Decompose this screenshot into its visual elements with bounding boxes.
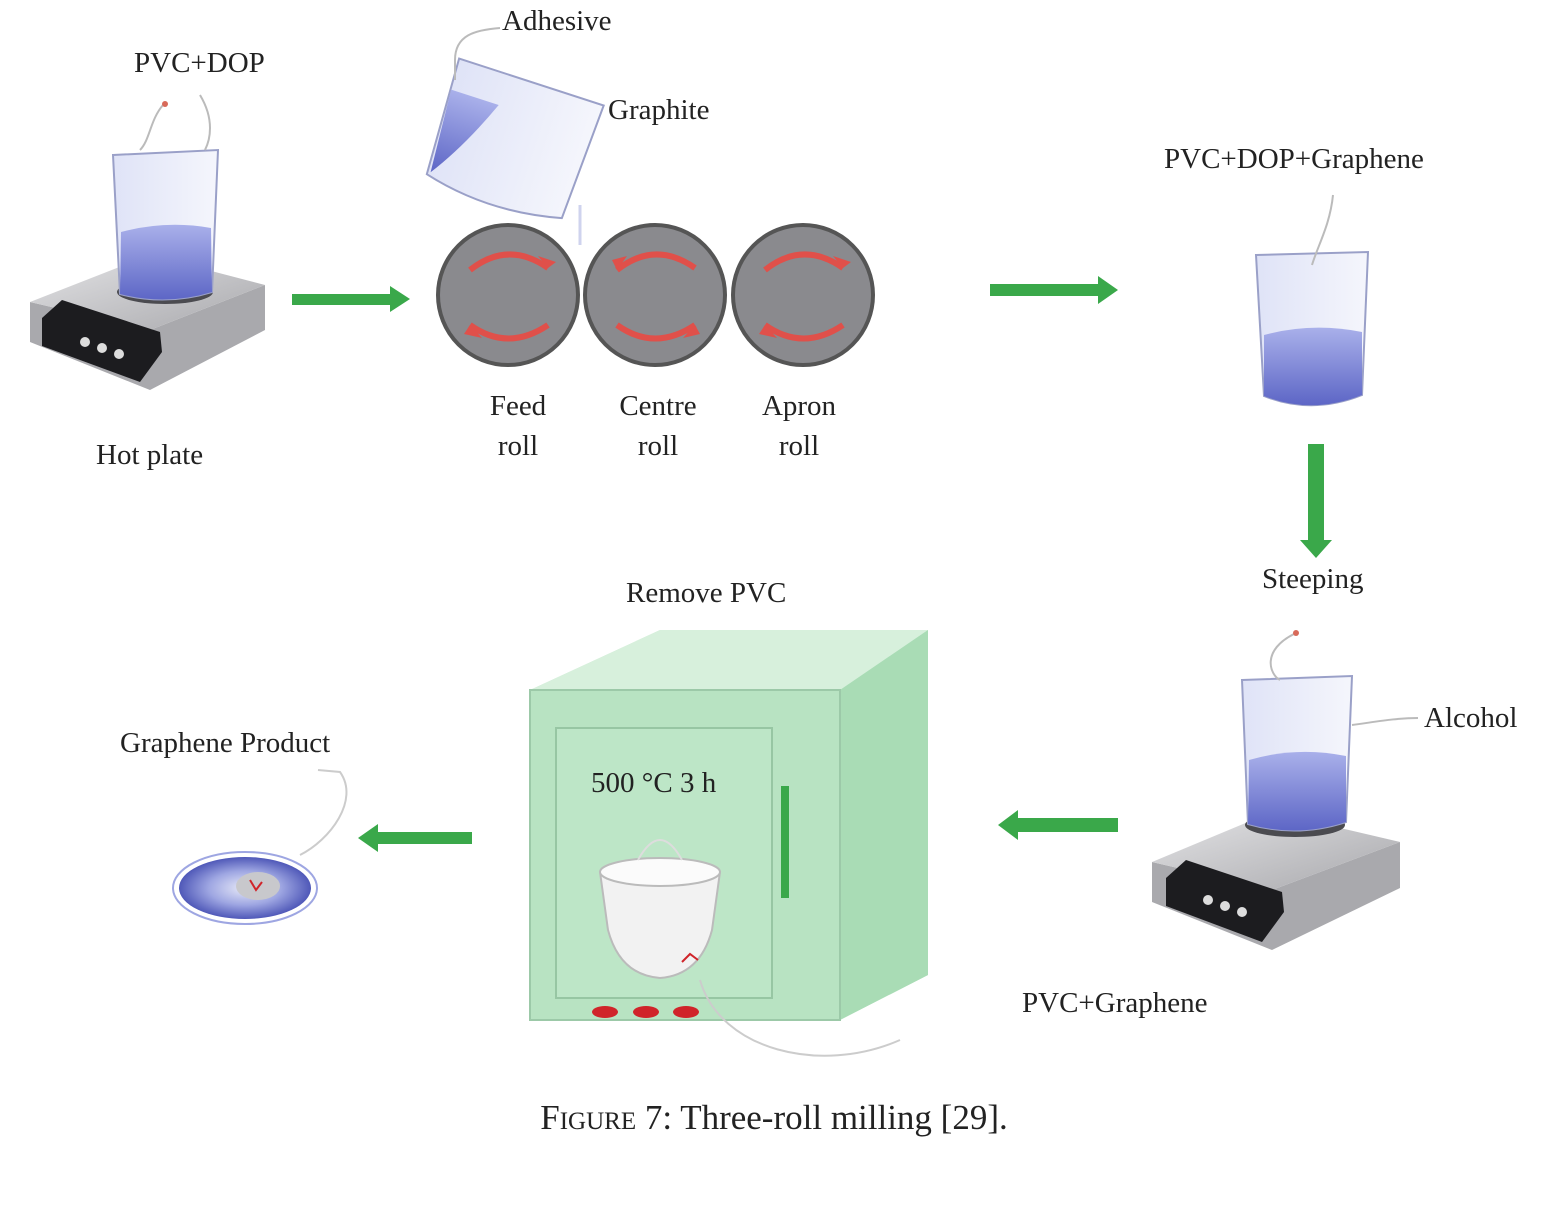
label-pvc-graphene: PVC+Graphene	[1022, 987, 1208, 1019]
label-pvc-dop-graphene: PVC+DOP+Graphene	[1164, 143, 1424, 175]
arrow-to-mixture	[990, 276, 1118, 304]
label-remove-pvc: Remove PVC	[626, 577, 787, 609]
arrow-to-furnace	[998, 810, 1118, 840]
graphene-product-dish	[172, 769, 348, 925]
label-graphite: Graphite	[608, 94, 710, 126]
beaker-graphite	[425, 57, 605, 220]
caption-text: Three-roll milling [29].	[680, 1098, 1008, 1137]
label-steeping: Steeping	[1262, 563, 1364, 595]
caption-prefix: Figure 7:	[540, 1098, 673, 1137]
label-graphene-product: Graphene Product	[120, 727, 331, 759]
feed-roll	[436, 223, 580, 367]
label-pvc-dop: PVC+DOP	[134, 47, 265, 79]
apron-roll	[731, 223, 875, 367]
process-diagram	[30, 27, 1419, 1057]
label-hot-plate: Hot plate	[96, 439, 204, 471]
arrow-to-product	[358, 824, 472, 852]
hot-plate-2	[1152, 812, 1400, 950]
label-alcohol: Alcohol	[1424, 702, 1518, 734]
furnace	[529, 630, 928, 1021]
beaker-alcohol	[1240, 630, 1419, 832]
beaker-pvc-dop	[111, 94, 220, 301]
centre-roll	[583, 223, 727, 367]
label-furnace-conditions: 500 °C 3 h	[591, 767, 717, 799]
adhesive-line	[454, 27, 501, 80]
arrow-to-steeping	[1300, 444, 1332, 558]
beaker-pvc-dop-graphene	[1254, 194, 1370, 407]
label-adhesive: Adhesive	[502, 5, 612, 37]
arrow-to-rolls	[292, 286, 410, 312]
figure-caption: Figure 7: Three-roll milling [29].	[0, 1098, 1548, 1138]
crucible	[598, 839, 901, 1057]
